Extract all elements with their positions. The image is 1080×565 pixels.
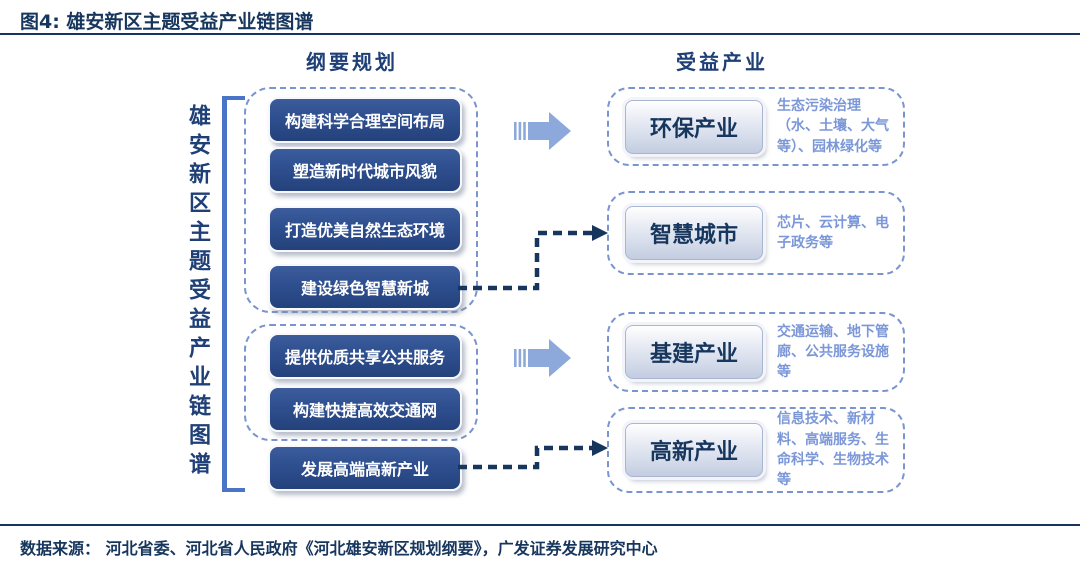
title-divider (0, 33, 1080, 35)
planning-item-public-service: 提供优质共享公共服务 (268, 333, 462, 379)
data-source-note: 数据来源： 河北省委、河北省人民政府《河北雄安新区规划纲要》，广发证券发展研究中… (20, 539, 658, 558)
planning-item-green-smart-city: 建设绿色智慧新城 (268, 264, 462, 310)
planning-group-1 (244, 87, 478, 313)
left-axis-label: 雄安新区主题受益产业链图谱 (185, 104, 210, 481)
industry-button-smart-city: 智慧城市 (625, 206, 763, 260)
industry-box-smart-city: 智慧城市 芯片、云计算、电子政务等 (607, 191, 905, 275)
left-bracket (222, 96, 245, 492)
industry-desc-environmental: 生态污染治理（水、土壤、大气等）、园林绿化等 (777, 98, 889, 155)
planning-item-city-style: 塑造新时代城市风貌 (268, 147, 462, 193)
column-header-planning: 纲要规划 (306, 50, 398, 74)
industry-button-infrastructure: 基建产业 (625, 325, 763, 379)
industry-button-hightech: 高新产业 (625, 423, 763, 477)
planning-group-2 (244, 324, 478, 441)
industry-button-environmental: 环保产业 (625, 99, 763, 154)
column-header-industry: 受益产业 (676, 50, 768, 74)
dashed-arrow-icon-hightech (458, 440, 608, 470)
industry-box-hightech: 高新产业 信息技术、新材料、高端服务、生命科学、生物技术等 (607, 407, 905, 493)
industry-box-infrastructure: 基建产业 交通运输、地下管廊、公共服务设施等 (607, 312, 905, 392)
figure-title: 图4: 雄安新区主题受益产业链图谱 (20, 11, 314, 33)
industry-desc-smart-city: 芯片、云计算、电子政务等 (777, 214, 889, 251)
planning-item-space-layout: 构建科学合理空间布局 (268, 97, 462, 143)
footer-divider (0, 524, 1080, 526)
industry-desc-hightech: 信息技术、新材料、高端服务、生命科学、生物技术等 (777, 411, 889, 489)
block-arrow-icon-group2-to-infra (514, 339, 571, 377)
block-arrow-icon-group1-to-env (514, 112, 571, 150)
planning-item-transport-network: 构建快捷高效交通网 (268, 386, 462, 432)
planning-item-eco-environment: 打造优美自然生态环境 (268, 206, 462, 252)
planning-item-hightech-industry: 发展高端高新产业 (268, 445, 462, 491)
dashed-arrow-icon-smartcity (458, 225, 608, 291)
industry-box-environmental: 环保产业 生态污染治理（水、土壤、大气等）、园林绿化等 (607, 87, 905, 166)
industry-desc-infrastructure: 交通运输、地下管廊、公共服务设施等 (777, 323, 889, 381)
